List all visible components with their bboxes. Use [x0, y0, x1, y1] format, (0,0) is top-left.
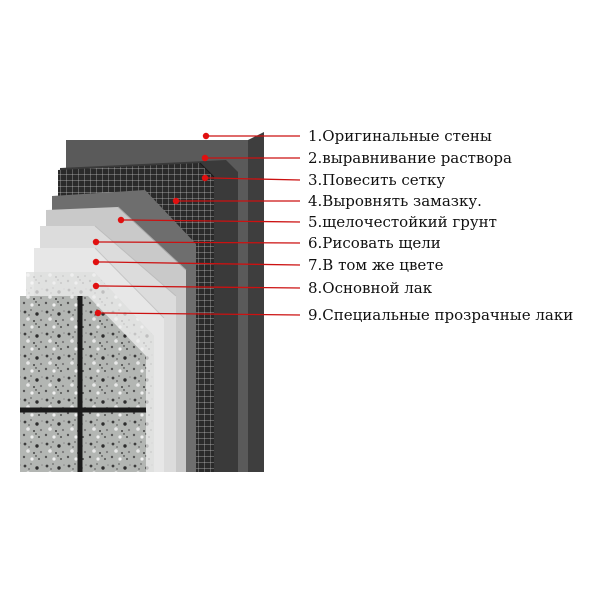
marker-dot-4 — [172, 197, 180, 205]
marker-dot-8 — [92, 282, 100, 290]
marker-dots — [92, 132, 210, 317]
marker-dot-6 — [92, 238, 100, 246]
layer-label-2: 2.выравнивание раствора — [308, 149, 512, 167]
layer-label-6: 6.Рисовать щели — [308, 234, 441, 252]
layer-label-8: 8.Основной лак — [308, 279, 433, 297]
layer-label-1: 1.Оригинальные стены — [308, 127, 492, 145]
layer-labels: 1.Оригинальные стены 2.выравнивание раств… — [308, 127, 573, 324]
marker-dot-1 — [202, 132, 210, 140]
marker-dot-5 — [117, 216, 125, 224]
marker-dot-3 — [201, 174, 209, 182]
layer-label-3: 3.Повесить сетку — [308, 171, 445, 189]
layer-label-4: 4.Выровнять замазку. — [308, 192, 482, 210]
layer-label-7: 7.В том же цвете — [308, 256, 444, 274]
marker-dot-2 — [201, 154, 209, 162]
layer-stone-panel — [20, 296, 146, 472]
layer-label-5: 5.щелочестойкий грунт — [308, 213, 497, 231]
marker-dot-7 — [92, 258, 100, 266]
marker-dot-9 — [94, 309, 102, 317]
layer-label-9: 9.Специальные прозрачные лаки — [308, 306, 573, 324]
